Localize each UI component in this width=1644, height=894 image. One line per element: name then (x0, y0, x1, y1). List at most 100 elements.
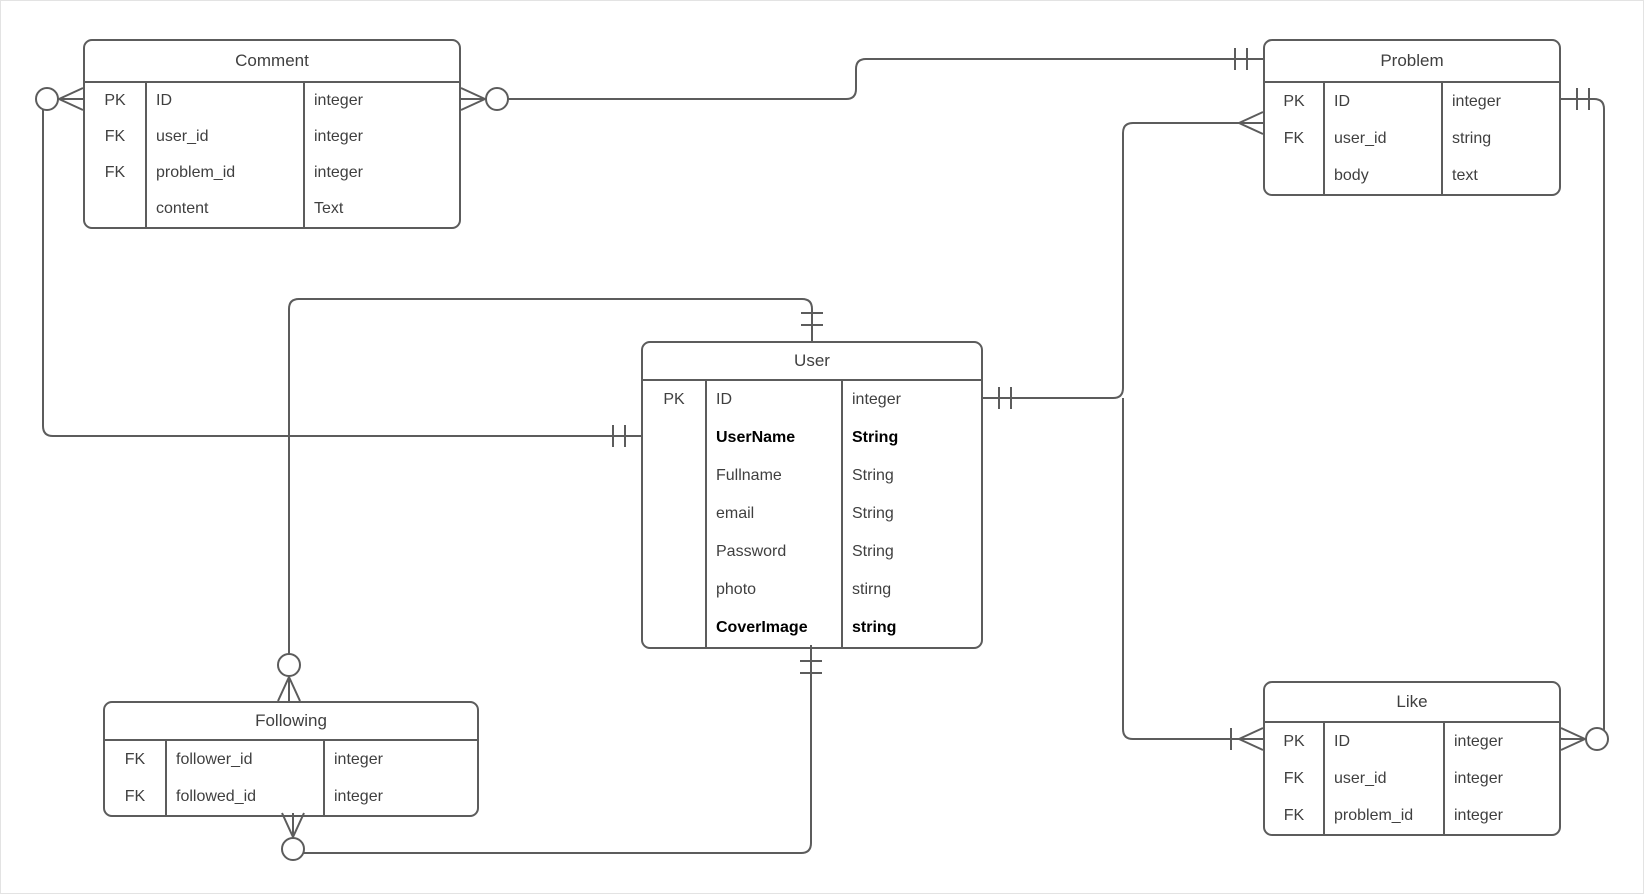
type-cell: text (1452, 166, 1478, 184)
entity-row-problem-body: body text (1265, 157, 1559, 194)
type-cell: String (852, 467, 894, 484)
cardinality-zero-or-many-marker (460, 87, 509, 111)
type-cell: integer (314, 164, 363, 181)
type-cell: string (1452, 129, 1492, 147)
type-cell: stirng (852, 581, 892, 598)
cardinality-zero-or-many-marker (281, 812, 305, 861)
entity-row-problem-user_id: FK user_id string (1265, 120, 1559, 157)
key-cell: FK (1283, 806, 1305, 824)
connector-comment-to-problem[interactable] (460, 48, 1263, 111)
key-cell: FK (104, 164, 126, 181)
entity-row-user-UserName: UserName String (643, 419, 981, 457)
cardinality-exactly-one-marker (801, 312, 823, 326)
entity-row-like-user_id: FK user_id integer (1265, 760, 1559, 797)
connector-user-to-problem[interactable] (983, 111, 1264, 409)
entity-row-problem-ID: PK ID integer (1265, 83, 1559, 120)
name-cell: followed_id (165, 778, 325, 815)
type-cell: integer (852, 391, 901, 408)
entity-title-like: Like (1265, 683, 1559, 723)
name-cell: UserName (705, 419, 843, 457)
type-cell: String (852, 505, 894, 522)
name-cell: ID (145, 83, 305, 119)
key-cell: PK (1283, 92, 1305, 110)
cardinality-exactly-one-marker (1234, 48, 1248, 70)
type-cell: integer (1454, 806, 1503, 824)
key-cell: FK (1283, 129, 1305, 147)
name-cell: follower_id (165, 741, 325, 778)
name-cell: Fullname (705, 457, 843, 495)
type-cell: integer (1454, 769, 1503, 787)
name-cell: user_id (145, 119, 305, 155)
type-cell: integer (334, 750, 383, 768)
cardinality-exactly-one-marker (612, 425, 626, 447)
type-cell: Text (314, 200, 344, 217)
type-cell: integer (1452, 92, 1501, 110)
cardinality-zero-or-many-marker (1560, 727, 1609, 751)
key-cell: FK (104, 128, 126, 145)
entity-title-comment: Comment (85, 41, 459, 83)
name-cell: ID (1323, 83, 1443, 120)
cardinality-many-marker (1238, 111, 1264, 135)
name-cell: ID (1323, 723, 1445, 760)
entity-title-user: User (643, 343, 981, 381)
entity-row-user-Fullname: Fullname String (643, 457, 981, 495)
connector-problem-to-like[interactable] (1560, 88, 1609, 751)
cardinality-one-or-many-marker (1230, 727, 1264, 751)
name-cell: Password (705, 533, 843, 571)
entity-row-user-ID: PK ID integer (643, 381, 981, 419)
entity-row-comment-problem_id: FK problem_id integer (85, 155, 459, 191)
entity-row-user-email: email String (643, 495, 981, 533)
cardinality-exactly-one-marker (998, 387, 1012, 409)
key-cell (643, 419, 705, 457)
key-cell (643, 571, 705, 609)
entity-title-following: Following (105, 703, 477, 741)
name-cell: email (705, 495, 843, 533)
name-cell: CoverImage (705, 609, 843, 647)
name-cell: user_id (1323, 120, 1443, 157)
key-cell: FK (124, 750, 146, 768)
key-cell: PK (663, 391, 685, 408)
entity-title-problem: Problem (1265, 41, 1559, 83)
key-cell (643, 495, 705, 533)
type-cell: integer (1454, 732, 1503, 750)
type-cell: String (852, 429, 899, 446)
key-cell: PK (104, 92, 126, 109)
entity-row-user-Password: Password String (643, 533, 981, 571)
key-cell (85, 191, 145, 227)
name-cell: ID (705, 381, 843, 419)
entity-row-comment-user_id: FK user_id integer (85, 119, 459, 155)
name-cell: user_id (1323, 760, 1445, 797)
entity-row-comment-content: content Text (85, 191, 459, 227)
key-cell (643, 533, 705, 571)
cardinality-exactly-one-marker (800, 660, 822, 674)
name-cell: problem_id (145, 155, 305, 191)
key-cell: FK (1283, 769, 1305, 787)
type-cell: String (852, 543, 894, 560)
type-cell: integer (314, 128, 363, 145)
entity-row-following-follower_id: FK follower_id integer (105, 741, 477, 778)
cardinality-exactly-one-marker (1576, 88, 1590, 110)
name-cell: content (145, 191, 305, 227)
key-cell (1265, 157, 1323, 194)
key-cell (643, 609, 705, 647)
name-cell: body (1323, 157, 1443, 194)
key-cell (643, 457, 705, 495)
connector-user-to-like[interactable] (1122, 398, 1264, 751)
